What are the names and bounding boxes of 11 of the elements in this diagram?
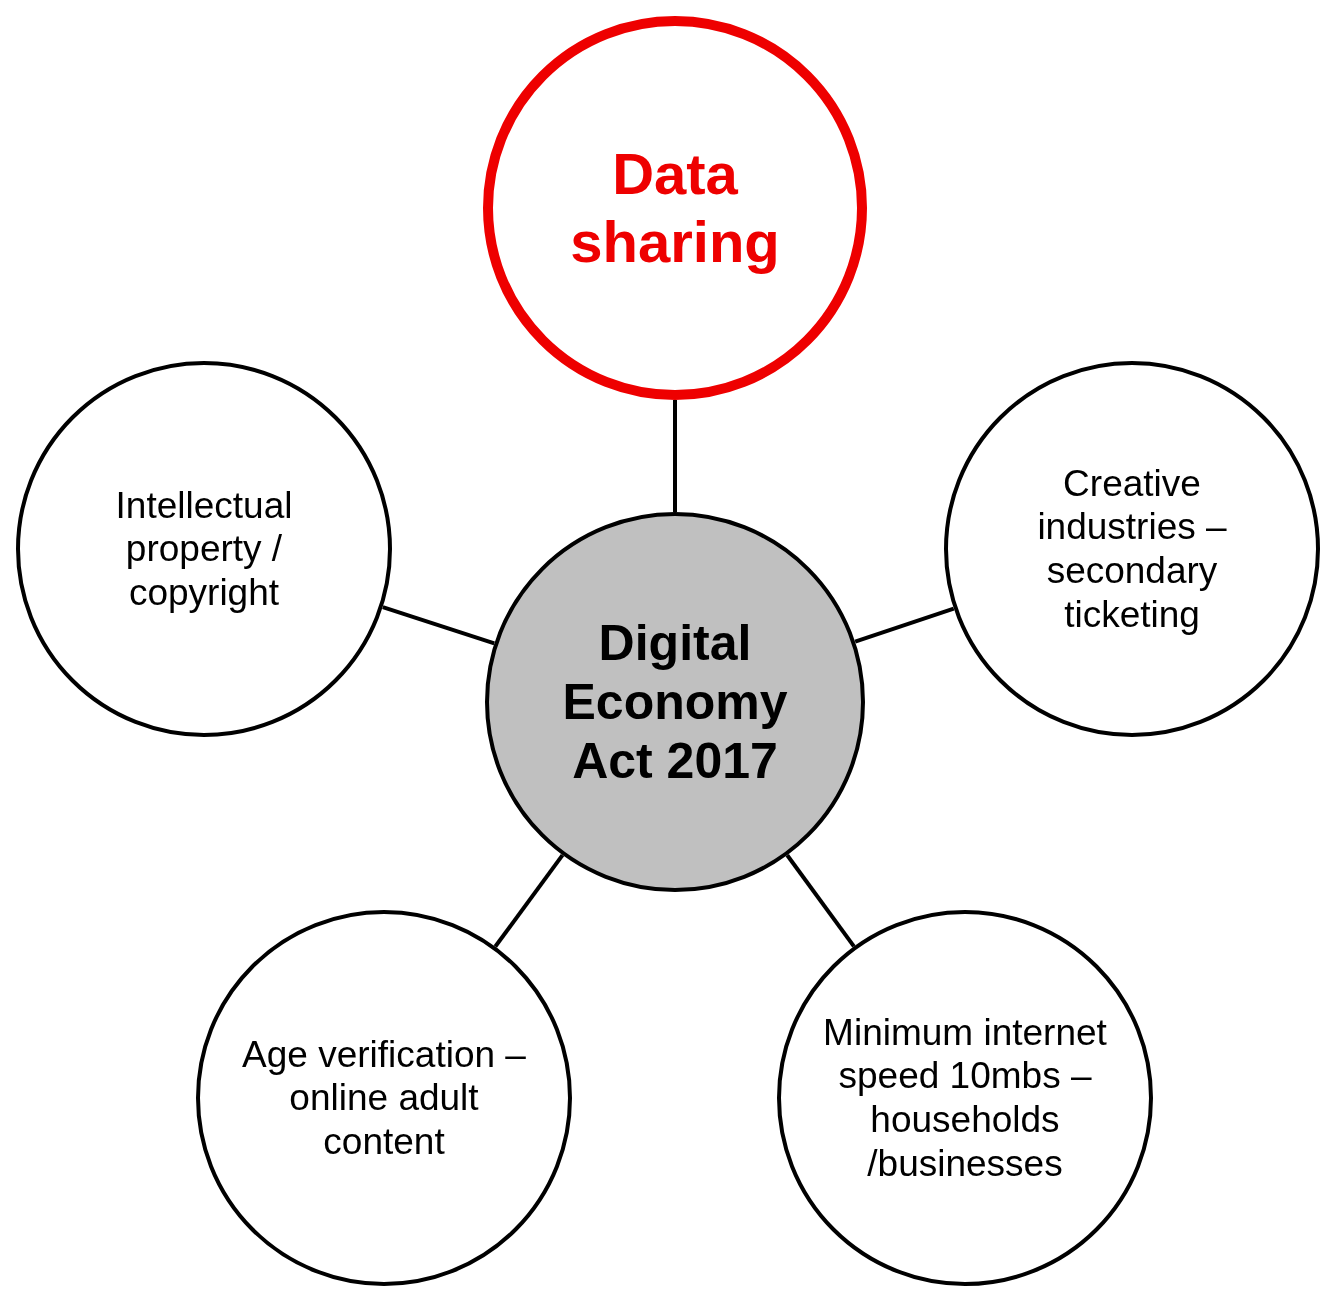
topic-label: Age verification – online adult content: [241, 1032, 527, 1164]
topic-label: Minimum internet speed 10mbs – households /businesses: [822, 1010, 1108, 1186]
connector-line: [854, 606, 955, 644]
topic-label: Creative industries – secondary ticketing: [1036, 461, 1228, 637]
topic-label: Intellectual property / copyright: [114, 483, 294, 615]
connector-line: [785, 854, 856, 948]
connector-line: [382, 605, 495, 646]
connector-line: [673, 400, 677, 512]
connector-line: [493, 853, 565, 948]
topic-label: Digital Economy Act 2017: [561, 613, 789, 791]
topic-label: Data sharing: [569, 139, 781, 276]
